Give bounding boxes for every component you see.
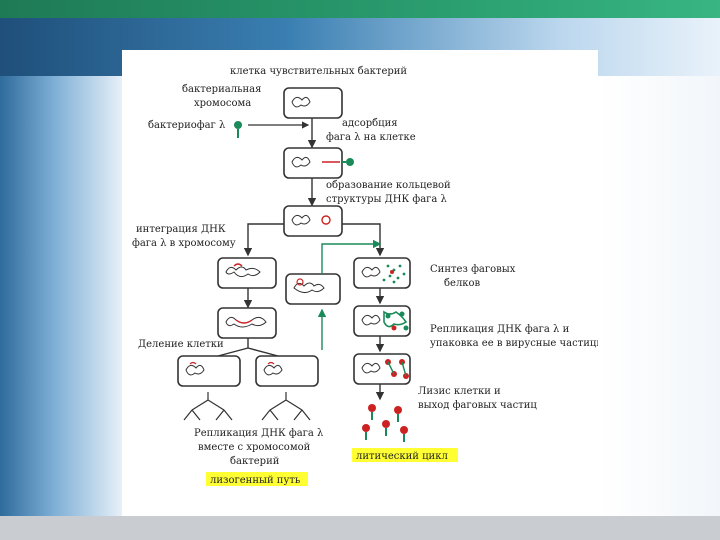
label-adsorption-2: фага λ на клетке [326,132,416,143]
label-synthesis-1: Синтез фаговых [430,264,516,275]
label-replication-pack-2: упаковка ее в вирусные частицы [430,338,598,349]
label-bact-chromosome-2: хромосома [194,98,251,109]
label-integration-2: фага λ в хромосому [132,238,236,249]
cell-dividing [217,307,277,339]
cell-adsorption [283,147,354,179]
lambda-phage-diagram-panel: клетка чувствительных бактерий бактериал… [122,50,604,516]
bottom-gray-bar [0,516,720,540]
label-ring-2: структуры ДНК фага λ [326,194,448,205]
cell-packaging [353,305,411,337]
phage-lambda-icon [234,121,242,138]
label-synthesis-2: белков [444,278,481,289]
label-lyso-replication-1: Репликация ДНК фага λ [194,428,324,439]
label-lytic-cycle: литический цикл [356,451,448,462]
label-ring-1: образование кольцевой [326,180,451,191]
cell-induced [285,273,341,305]
label-division: Деление клетки [138,339,224,350]
division-branch [217,338,279,357]
released-phage-particles [362,404,408,442]
label-bact-chromosome-1: бактериальная [182,84,261,95]
cell-synthesis [353,257,411,289]
lysogenic-highlight [206,472,308,486]
label-replication-pack-1: Репликация ДНК фага λ и [430,324,570,335]
lytic-highlight [352,448,458,462]
label-bacteriophage: бактериофаг λ [148,120,226,131]
label-integration-1: интеграция ДНК [136,224,226,235]
top-green-bar [0,0,720,18]
label-sensitive-cell: клетка чувствительных бактерий [230,66,407,77]
arrow-to-lysogenic [243,223,284,257]
cell-full-virions [353,353,411,385]
daughter-cell-left [177,355,241,387]
label-lysogenic-path: лизогенный путь [210,475,301,486]
lineage-tree-right [261,392,311,421]
green-induction-arrow [321,239,382,274]
cell-ring [283,205,343,237]
left-gradient-decoration [0,76,122,516]
label-adsorption-1: адсорбция [342,118,398,129]
lambda-phage-diagram: клетка чувствительных бактерий бактериал… [132,66,604,486]
arrow-to-lytic [342,223,385,257]
daughter-cell-right [255,355,319,387]
right-gradient-decoration [598,76,720,516]
label-lyso-replication-2: вместе с хромосомой [198,442,311,453]
cell-integrated [217,257,277,289]
label-lysis-1: Лизис клетки и [418,386,501,397]
label-lyso-replication-3: бактерий [230,456,280,467]
lineage-tree-left [183,392,233,421]
cell-initial [283,87,343,119]
label-lysis-2: выход фаговых частиц [418,400,537,411]
